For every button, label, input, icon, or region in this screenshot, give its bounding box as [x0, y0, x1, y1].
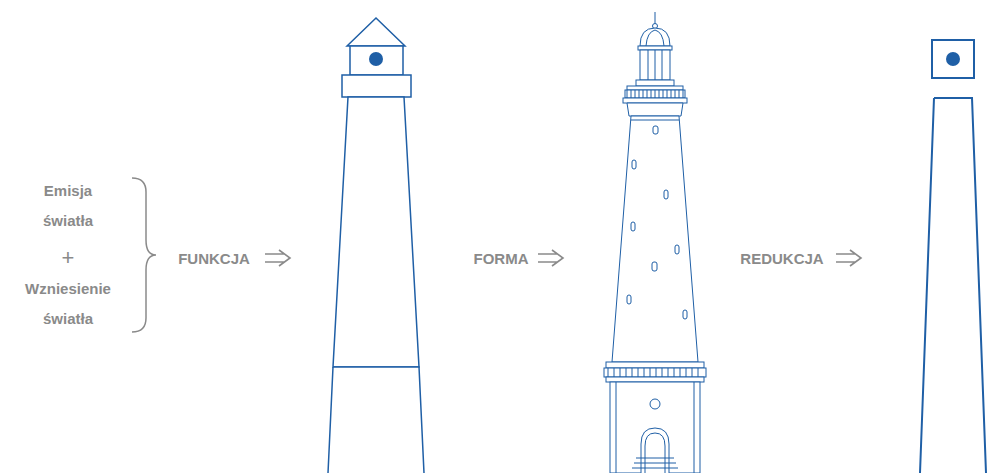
function-part: Emisja światła — [18, 176, 118, 236]
form-lighthouse — [604, 12, 706, 473]
stage-label: FORMA — [466, 244, 536, 274]
stage-label: REDUKCJA — [730, 244, 834, 274]
stage-label: FUNKCJA — [166, 244, 262, 274]
function-part: Wzniesienie światła — [13, 274, 123, 334]
reduced-lighthouse — [920, 40, 986, 473]
curly-brace — [132, 178, 156, 332]
function-lighthouse — [328, 18, 424, 473]
plus-sign: + — [48, 246, 88, 270]
